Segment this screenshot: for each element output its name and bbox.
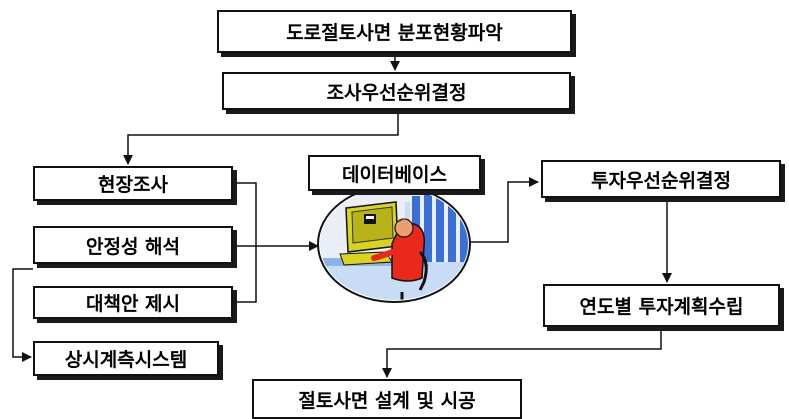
connector-db-to-invest	[470, 177, 539, 243]
box-field-survey: 현장조사	[33, 166, 233, 201]
connector-yearly-to-design	[382, 327, 662, 378]
box-monitoring-system: 상시계측시스템	[33, 341, 219, 376]
connector-to-monitoring	[12, 268, 33, 362]
box-survey-priority: 조사우선순위결정	[222, 72, 571, 110]
connector-field-bracket	[233, 182, 257, 303]
box-database: 데이터베이스	[308, 155, 481, 191]
box-investment-priority: 투자우선순위결정	[541, 160, 781, 198]
box-road-slope-distribution: 도로절토사면 분포현황파악	[217, 10, 572, 53]
box-stability-analysis: 안정성 해석	[33, 226, 233, 264]
person-at-computer-icon	[317, 185, 471, 303]
box-countermeasure: 대책안 제시	[33, 286, 233, 319]
box-design-construction: 절토사면 설계 및 시공	[252, 379, 522, 419]
connector-survey-to-field	[123, 110, 399, 165]
box-yearly-investment-plan: 연도별 투자계획수립	[543, 284, 780, 327]
